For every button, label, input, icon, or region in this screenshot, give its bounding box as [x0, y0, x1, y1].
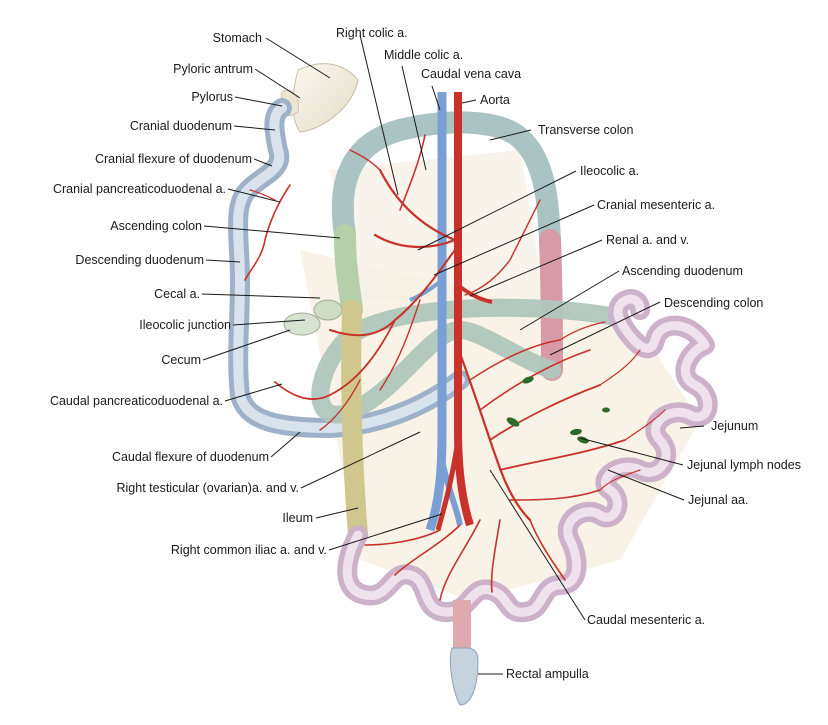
label-jejunal-lymph-nodes: Jejunal lymph nodes: [687, 458, 801, 472]
label-ascending-duodenum: Ascending duodenum: [622, 264, 743, 278]
ileocolic-junction: [313, 299, 343, 321]
label-stomach: Stomach: [212, 31, 262, 45]
leader-lines: [201, 34, 705, 675]
label-jejunum: Jejunum: [711, 419, 759, 433]
renal-vessel-left: [409, 278, 444, 302]
small-intestine-highlight: [342, 294, 713, 617]
rectal-ampulla: [449, 647, 479, 706]
label-right-colic: Right colic a.: [336, 26, 408, 40]
label-renal: Renal a. and v.: [606, 233, 690, 247]
caudal-vena-cava: [425, 92, 447, 532]
label-ascending-colon: Ascending colon: [110, 219, 202, 233]
ascending-colon: [334, 224, 363, 321]
label-descending-colon: Descending colon: [664, 296, 764, 310]
label-caudal-vena-cava: Caudal vena cava: [421, 67, 522, 81]
descending-colon: [311, 298, 629, 424]
label-cranial-flexure: Cranial flexure of duodenum: [94, 152, 252, 166]
label-descending-duodenum: Descending duodenum: [75, 253, 204, 267]
label-rectal-ampulla: Rectal ampulla: [506, 667, 589, 681]
label-caudal-mesenteric: Caudal mesenteric a.: [587, 613, 706, 627]
label-jejunal-arteries: Jejunal aa.: [688, 493, 749, 507]
aorta: [454, 92, 474, 527]
label-cranial-pd-artery: Cranial pancreaticoduodenal a.: [52, 182, 226, 196]
label-pyloric-antrum: Pyloric antrum: [173, 62, 253, 76]
label-cranial-duodenum: Cranial duodenum: [129, 119, 232, 133]
label-caudal-pd-artery: Caudal pancreaticoduodenal a.: [49, 394, 223, 408]
cecum: [283, 312, 321, 336]
stomach: [292, 63, 359, 133]
renal-vessel-right: [456, 283, 493, 304]
label-cecum: Cecum: [161, 353, 201, 367]
label-cecal-artery: Cecal a.: [154, 287, 200, 301]
label-right-common-iliac: Right common iliac a. and v.: [170, 543, 327, 557]
duodenum-highlight: [233, 103, 465, 434]
label-cranial-mesenteric: Cranial mesenteric a.: [597, 198, 716, 212]
aorta-branch: [435, 439, 461, 531]
ileum: [341, 300, 368, 545]
label-ileocolic-artery: Ileocolic a.: [580, 164, 640, 178]
label-aorta: Aorta: [480, 93, 510, 107]
label-right-testicular: Right testicular (ovarian)a. and v.: [116, 481, 300, 495]
vena-cava-branch: [439, 459, 463, 526]
label-ileocolic-junction: Ileocolic junction: [139, 318, 231, 332]
arterial-branches: [244, 134, 666, 601]
label-transverse-colon: Transverse colon: [538, 123, 634, 137]
label-pylorus: Pylorus: [191, 90, 233, 104]
jejunal-lymph-nodes: [506, 376, 610, 444]
label-caudal-flexure: Caudal flexure of duodenum: [111, 450, 269, 464]
label-ileum: Ileum: [282, 511, 313, 525]
label-middle-colic: Middle colic a.: [384, 48, 464, 62]
